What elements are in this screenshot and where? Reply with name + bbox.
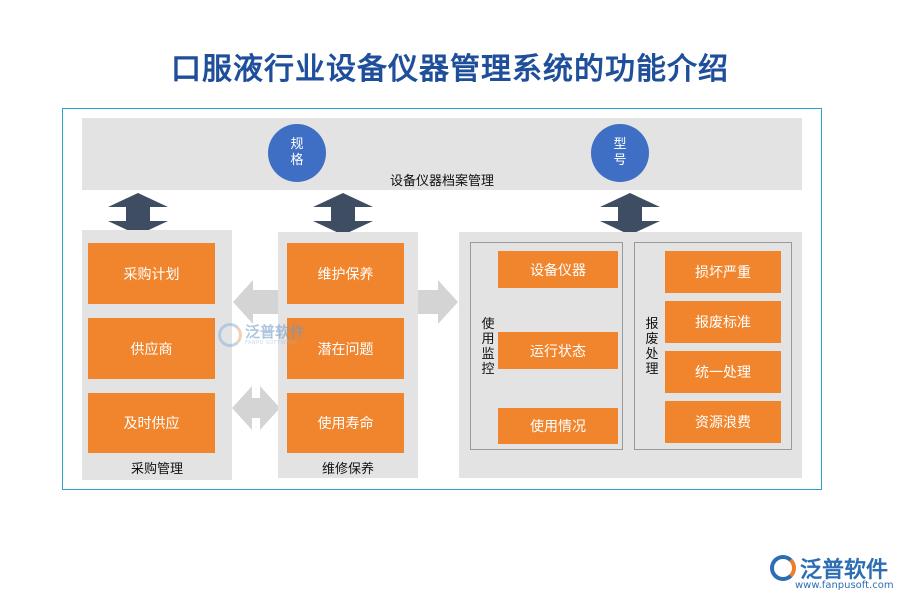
- spec-circle-label: 规 格: [290, 137, 304, 168]
- brand-url: www.fanpusoft.com: [795, 580, 894, 591]
- watermark-sub: FANPU SOFTWARE: [245, 339, 298, 346]
- monitor-item-usage: 使用情况: [498, 408, 618, 444]
- usage-monitor-group: [470, 242, 623, 450]
- usage-monitor-label: 使用监控: [481, 317, 495, 377]
- monitor-item-running-status: 运行状态: [498, 332, 618, 369]
- diagram-title: 口服液行业设备仪器管理系统的功能介绍: [171, 52, 729, 87]
- scrap-handling-group: [634, 242, 792, 450]
- brand-name: 泛普软件: [800, 558, 889, 583]
- procurement-item-timely-supply: 及时供应: [88, 393, 215, 453]
- watermark-logo-mark: [218, 323, 242, 347]
- procurement-label: 采购管理: [130, 462, 183, 477]
- brand-logo-mark: [770, 555, 796, 581]
- model-circle-label: 型 号: [613, 137, 627, 168]
- scrap-item-scrap-standard: 报废标准: [665, 301, 781, 343]
- model-circle: 型 号: [591, 124, 649, 182]
- brand-logo: 泛普软件: [770, 552, 888, 584]
- archive-management-label: 设备仪器档案管理: [389, 174, 494, 189]
- spec-circle: 规 格: [268, 124, 326, 182]
- maintenance-item-upkeep: 维护保养: [287, 243, 404, 304]
- procurement-item-supplier: 供应商: [88, 318, 215, 379]
- watermark-logo: 泛普软件 FANPU SOFTWARE: [218, 323, 305, 347]
- procurement-item-plan: 采购计划: [88, 243, 215, 304]
- monitor-item-equipment: 设备仪器: [498, 251, 618, 288]
- watermark-name: 泛普软件: [245, 322, 306, 341]
- scrap-item-severe-damage: 损坏严重: [665, 251, 781, 293]
- diagram-frame: [62, 108, 822, 490]
- scrap-item-resource-waste: 资源浪费: [665, 401, 781, 443]
- maintenance-item-service-life: 使用寿命: [287, 393, 404, 453]
- archive-management-band: 设备仪器档案管理: [82, 118, 802, 190]
- maintenance-item-potential-issues: 潜在问题: [287, 318, 404, 379]
- scrap-handling-label: 报废处理: [645, 317, 659, 377]
- scrap-item-unified-handling: 统一处理: [665, 351, 781, 393]
- maintenance-label: 维修保养: [321, 462, 374, 477]
